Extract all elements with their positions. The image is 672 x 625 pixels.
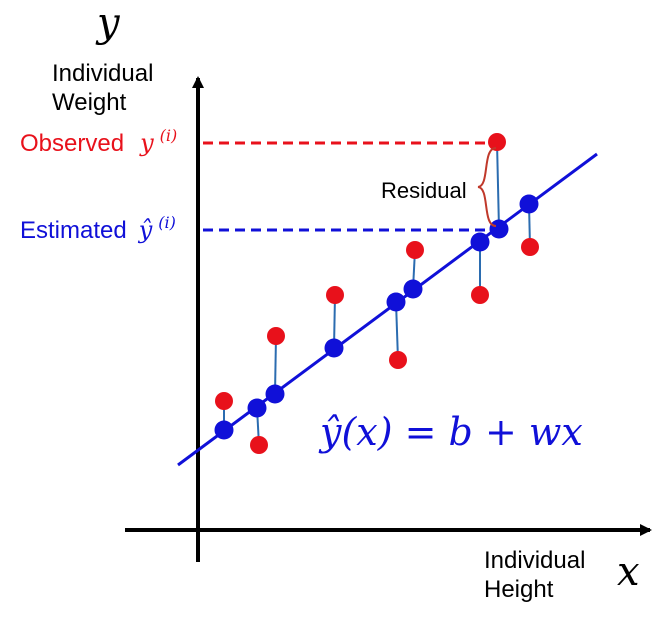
observed-point [471, 286, 489, 304]
y-axis-symbol: y [95, 0, 121, 46]
estimated-word: Estimated [20, 217, 127, 244]
data-points [214, 133, 539, 454]
x-axis-label-line1: Individual [484, 547, 585, 574]
observed-point [389, 351, 407, 369]
residual-brace [477, 147, 497, 227]
estimated-symbol: ŷ [138, 216, 153, 244]
observed-point [215, 392, 233, 410]
residual-segment [395, 301, 399, 361]
x-axis-label-line2: Height [484, 576, 554, 603]
observed-label: Observed y (i) [20, 126, 177, 157]
x-axis-symbol: x [617, 549, 640, 595]
observed-point [326, 286, 344, 304]
observed-superscript: (i) [160, 126, 178, 145]
observed-point [406, 241, 424, 259]
estimated-point [324, 338, 344, 358]
estimated-label: Estimated ŷ (i) [20, 213, 176, 244]
estimated-point [403, 279, 423, 299]
estimated-point [247, 398, 267, 418]
residual-segment [274, 335, 277, 395]
observed-point [488, 133, 506, 151]
observed-point [521, 238, 539, 256]
estimated-point [519, 194, 539, 214]
y-axis-label-line1: Individual [52, 60, 153, 87]
observed-point [267, 327, 285, 345]
estimated-point [386, 292, 406, 312]
y-axis-label-line2: Weight [52, 89, 127, 116]
estimated-point [489, 219, 509, 239]
regression-equation: ŷ(x) = b + wx [318, 410, 583, 454]
estimated-superscript: (i) [158, 213, 176, 232]
observed-word: Observed [20, 130, 124, 157]
observed-symbol: y [139, 129, 154, 157]
estimated-point [265, 384, 285, 404]
estimated-point [214, 420, 234, 440]
estimated-point [470, 232, 490, 252]
residual-label: Residual [381, 178, 467, 203]
residual-segment [496, 141, 500, 230]
observed-point [250, 436, 268, 454]
